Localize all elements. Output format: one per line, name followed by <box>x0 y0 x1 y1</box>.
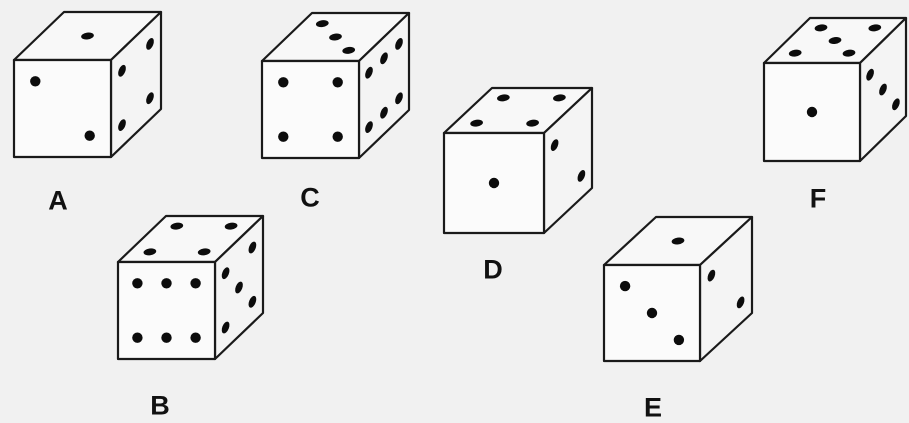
die-e-front-pip <box>647 308 657 318</box>
die-b <box>118 216 263 359</box>
die-a-front-pip <box>30 76 40 86</box>
die-label-a: A <box>48 188 68 215</box>
die-f <box>764 18 906 161</box>
die-c <box>262 13 409 158</box>
die-b-front-pip <box>132 333 142 343</box>
die-c-front-face <box>262 61 359 158</box>
die-e <box>604 217 752 361</box>
die-c-front-pip <box>278 132 288 142</box>
die-label-c: C <box>300 185 320 212</box>
die-c-front-pip <box>333 132 343 142</box>
die-d <box>444 88 592 233</box>
die-b-front-pip <box>132 278 142 288</box>
die-e-front-pip <box>674 335 684 345</box>
die-b-front-pip <box>161 278 171 288</box>
die-b-front-face <box>118 262 215 359</box>
die-a-front-face <box>14 60 111 157</box>
die-e-front-pip <box>620 281 630 291</box>
die-f-front-pip <box>807 107 817 117</box>
die-a-front-pip <box>85 131 95 141</box>
die-a <box>14 12 161 157</box>
die-c-front-pip <box>333 77 343 87</box>
die-label-f: F <box>810 186 827 213</box>
die-label-e: E <box>644 395 662 422</box>
die-b-front-pip <box>190 278 200 288</box>
die-c-front-pip <box>278 77 288 87</box>
die-b-front-pip <box>190 333 200 343</box>
die-label-b: B <box>150 393 170 420</box>
die-label-d: D <box>483 257 503 284</box>
die-d-front-pip <box>489 178 499 188</box>
die-b-front-pip <box>161 333 171 343</box>
